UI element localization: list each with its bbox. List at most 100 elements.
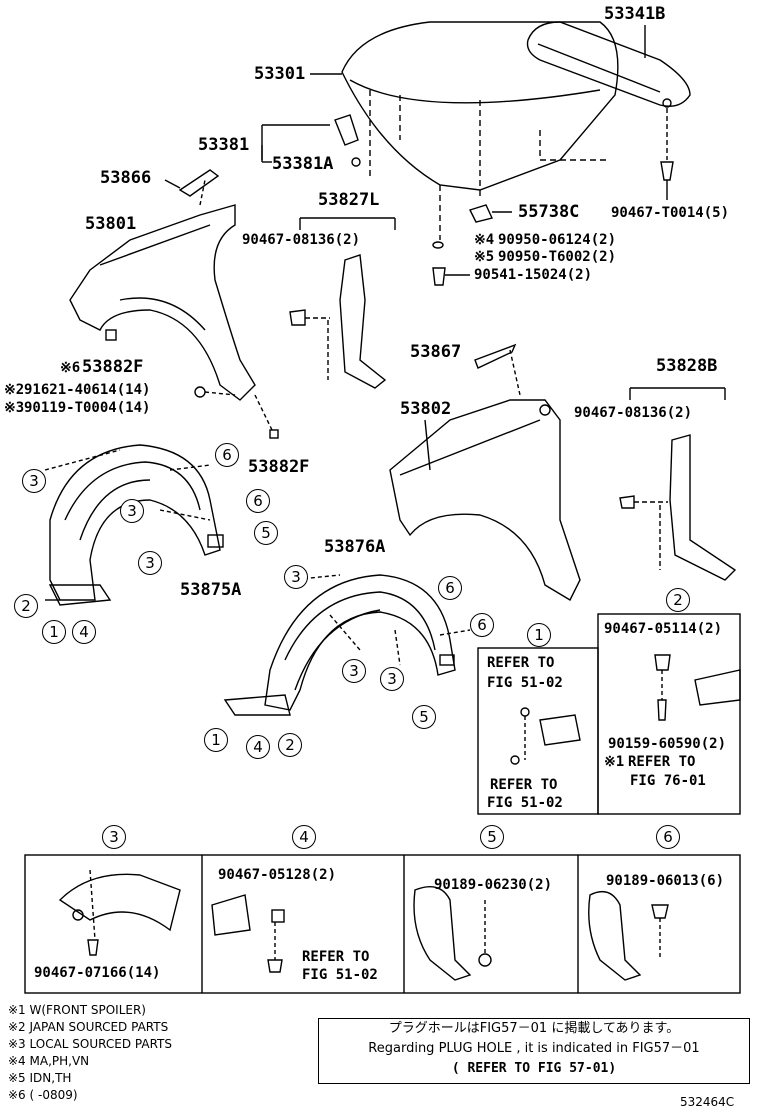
detail4-number: 4 (292, 825, 316, 849)
legend-item: ※5 IDN,TH (8, 1071, 72, 1085)
part-note-mark: ※1 (604, 754, 625, 770)
detail1-number: 1 (527, 623, 551, 647)
part-note-mark: ※6 (60, 360, 81, 376)
detail3-drawing (58, 869, 181, 956)
callout-5: 5 (254, 521, 278, 545)
part-label: 53875A (180, 580, 242, 600)
callout-6: 6 (438, 576, 462, 600)
detail4-refer: REFER TO (302, 949, 370, 965)
part-label: 53828B (656, 356, 718, 376)
hood-seal-drawing (526, 21, 691, 200)
legend-item: ※2 JAPAN SOURCED PARTS (8, 1020, 169, 1034)
callout-2: 2 (14, 594, 38, 618)
callout-1: 1 (204, 728, 228, 752)
part-label: 53801 (85, 214, 137, 234)
part-label: 53867 (410, 342, 462, 362)
detail1-fig: FIG 51-02 (487, 675, 563, 691)
legend-item: ※3 LOCAL SOURCED PARTS (8, 1037, 172, 1051)
part-53866-drawing (164, 169, 220, 197)
part-label: 53827L (318, 190, 380, 210)
detail4-fig: FIG 51-02 (302, 967, 378, 983)
part-label: 90950-06124(2) (498, 232, 617, 248)
detail1-drawing (510, 707, 581, 765)
detail2-fig: FIG 76-01 (630, 773, 706, 789)
hood-drawing (310, 21, 619, 191)
part-label: 53882F (248, 457, 310, 477)
part-label: 90467-08136(2) (242, 232, 361, 248)
part-note-mark: ※3 (4, 400, 25, 416)
note-reference: ( REFER TO FIG 57-01) (451, 1061, 617, 1076)
detail2-number: 2 (666, 588, 690, 612)
callout-3: 3 (380, 667, 404, 691)
bracket-53828B-drawing (619, 387, 737, 581)
part-label: 53866 (100, 168, 152, 188)
plug-hole-note: プラグホールはFIG57－01 に掲載してあります。 Regarding PLU… (318, 1018, 750, 1084)
detail2-drawing (654, 654, 741, 721)
callout-2: 2 (278, 733, 302, 757)
part-label: 90467-05128(2) (218, 867, 337, 883)
part-label: 91621-40614(14) (24, 382, 151, 398)
detail1-refer: REFER TO (487, 655, 555, 671)
part-label: 90119-T0004(14) (24, 400, 151, 416)
detail3-number: 3 (102, 825, 126, 849)
detail1-fig: FIG 51-02 (487, 795, 563, 811)
part-note-mark: ※5 (474, 249, 495, 265)
detail6-drawing (588, 891, 669, 981)
part-label: 53876A (324, 537, 386, 557)
detail1-refer: REFER TO (490, 777, 558, 793)
callout-3: 3 (284, 565, 308, 589)
part-label: 53301 (254, 64, 306, 84)
callout-3: 3 (342, 659, 366, 683)
part-label: 90467-T0014(5) (611, 205, 730, 221)
part-note-mark: ※4 (474, 232, 495, 248)
left-fender-drawing (69, 179, 256, 401)
detail4-drawing (211, 894, 285, 973)
diagram-code: 532464C (680, 1095, 735, 1109)
legend-item: ※6 ( -0809) (8, 1088, 78, 1102)
part-label: 53381A (272, 154, 334, 174)
hood-leaders (369, 90, 610, 240)
detail5-drawing (413, 886, 492, 981)
callout-3: 3 (120, 499, 144, 523)
part-label: 55738C (518, 202, 580, 222)
note-japanese: プラグホールはFIG57－01 に掲載してあります。 (388, 1021, 680, 1036)
callout-6: 6 (215, 443, 239, 467)
part-label: 90159-60590(2) (608, 736, 727, 752)
part-label: 90189-06013(6) (606, 873, 725, 889)
detail-frames (24, 613, 741, 994)
part-label: 90189-06230(2) (434, 877, 553, 893)
legend-item: ※1 W(FRONT SPOILER) (8, 1003, 146, 1017)
callout-1: 1 (42, 620, 66, 644)
callout-4: 4 (72, 620, 96, 644)
part-label: 53341B (604, 4, 666, 24)
callout-4: 4 (246, 735, 270, 759)
bracket-53827L-drawing (289, 217, 396, 389)
part-label: 53882F (82, 357, 144, 377)
callout-3: 3 (22, 469, 46, 493)
left-fender-fasteners (105, 329, 279, 439)
callout-6: 6 (246, 489, 270, 513)
clip-55738C-drawing (432, 204, 512, 286)
part-label: 90467-05114(2) (604, 621, 723, 637)
detail6-number: 6 (656, 825, 680, 849)
detail2-refer: REFER TO (628, 754, 696, 770)
note-english: Regarding PLUG HOLE , it is indicated in… (368, 1041, 700, 1056)
right-liner-drawing (223, 574, 471, 716)
leader-53381 (261, 114, 361, 167)
callout-6: 6 (470, 613, 494, 637)
part-label: 90541-15024(2) (474, 267, 593, 283)
part-label: 90467-08136(2) (574, 405, 693, 421)
part-label: 90467-07166(14) (34, 965, 161, 981)
detail5-number: 5 (480, 825, 504, 849)
callout-5: 5 (412, 705, 436, 729)
callout-3: 3 (138, 551, 162, 575)
part-label: 90950-T6002(2) (498, 249, 617, 265)
legend-item: ※4 MA,PH,VN (8, 1054, 90, 1068)
right-fender-drawing (389, 343, 581, 601)
part-label: 53802 (400, 399, 452, 419)
left-liner-drawing (44, 444, 224, 606)
part-label: 53381 (198, 135, 250, 155)
part-note-mark: ※2 (4, 382, 25, 398)
